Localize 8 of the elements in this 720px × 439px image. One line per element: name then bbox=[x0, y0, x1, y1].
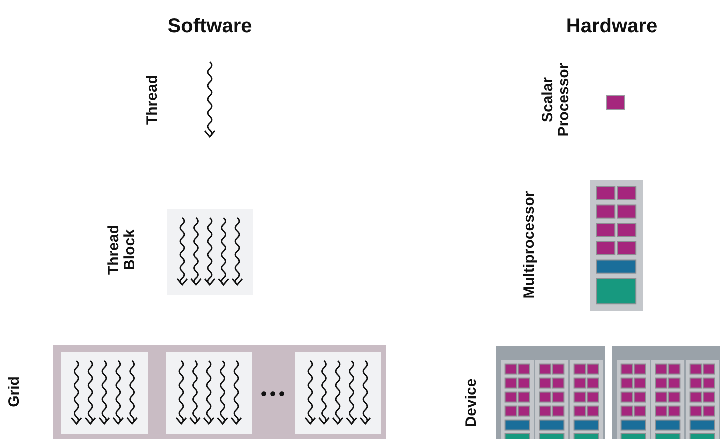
level-label: Thread Block bbox=[106, 224, 138, 278]
level-label: Grid bbox=[7, 376, 23, 410]
level-label: Thread bbox=[145, 74, 161, 128]
section-heading: Hardware bbox=[565, 16, 659, 38]
level-label: Multiprocessor bbox=[522, 190, 538, 301]
section-heading: Software bbox=[166, 16, 254, 38]
level-label: Device bbox=[464, 378, 480, 430]
level-label: Scalar Processor bbox=[540, 62, 572, 139]
